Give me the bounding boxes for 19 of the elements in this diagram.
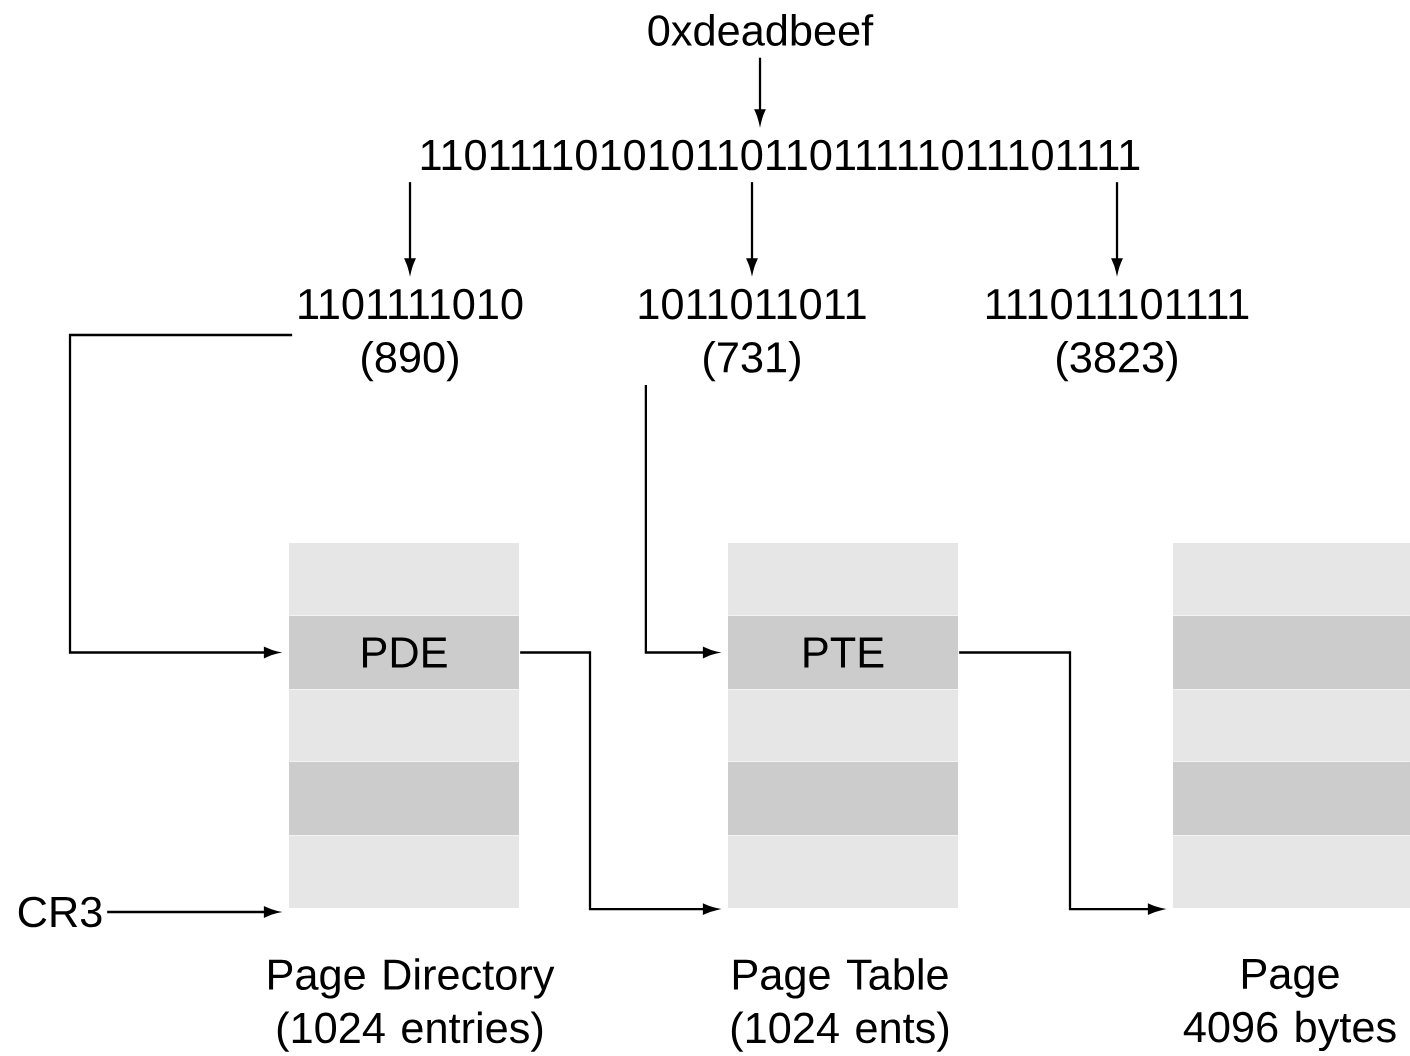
table-entry: PTE bbox=[728, 616, 958, 689]
table-entry: PDE bbox=[289, 616, 519, 689]
table-row bbox=[728, 762, 958, 835]
arrow bbox=[520, 651, 718, 915]
table-caption: Page Table (1024 ents) bbox=[731, 958, 949, 1052]
arrow bbox=[959, 651, 1163, 915]
table-row bbox=[289, 762, 519, 835]
table-caption: Page 4096 bytes bbox=[1183, 958, 1396, 1052]
hex-address: 0xdeadbeef bbox=[648, 14, 874, 46]
binary-address: 11011110101011011011111011101111 bbox=[421, 139, 1140, 171]
arrow bbox=[68, 333, 293, 658]
bit-field: 111011101111 (3823) bbox=[986, 288, 1249, 382]
table-caption: Page Directory (1024 entries) bbox=[269, 958, 555, 1052]
table-row bbox=[1173, 616, 1410, 689]
bit-field: 1011011011 (731) bbox=[639, 288, 866, 382]
bit-field: 1101111010 (890) bbox=[299, 288, 523, 382]
arrow bbox=[107, 906, 279, 918]
register-label: CR3 bbox=[18, 896, 102, 928]
table-row bbox=[1173, 762, 1410, 835]
